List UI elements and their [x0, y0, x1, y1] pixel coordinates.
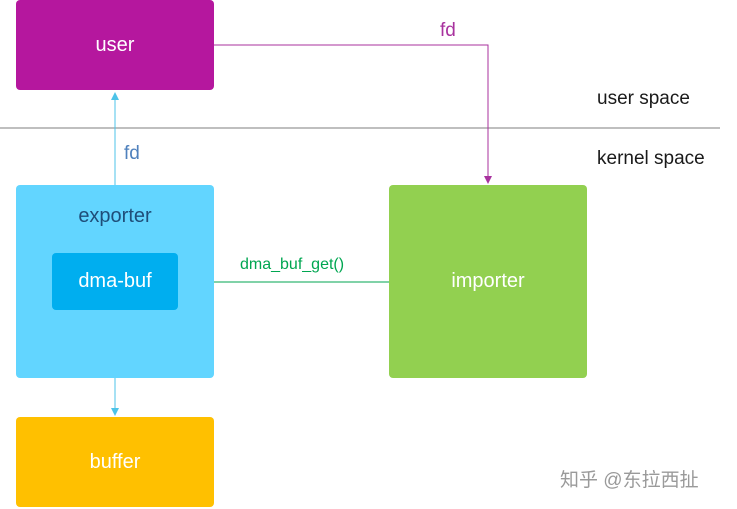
- buffer-node: buffer: [16, 417, 214, 507]
- watermark-text: 知乎 @东拉西扯: [560, 470, 699, 491]
- user-node: user: [16, 0, 214, 90]
- exporter-node-label: exporter: [78, 205, 152, 227]
- dma-buf-node: dma-buf: [52, 253, 178, 310]
- fd-edge-user-to-importer: [214, 44, 492, 184]
- kernel-space-label: kernel space: [597, 148, 705, 169]
- fd-edge-label-left: fd: [124, 143, 140, 164]
- user-node-label: user: [95, 33, 135, 56]
- importer-node-label: importer: [451, 270, 525, 292]
- dma-buf-get-label: dma_buf_get(): [240, 256, 345, 273]
- fd-edge-label-top: fd: [440, 20, 456, 41]
- importer-node: importer: [389, 185, 587, 378]
- buffer-node-label: buffer: [89, 450, 141, 473]
- dma-buf-node-label: dma-buf: [78, 270, 152, 292]
- user-space-label: user space: [597, 88, 690, 109]
